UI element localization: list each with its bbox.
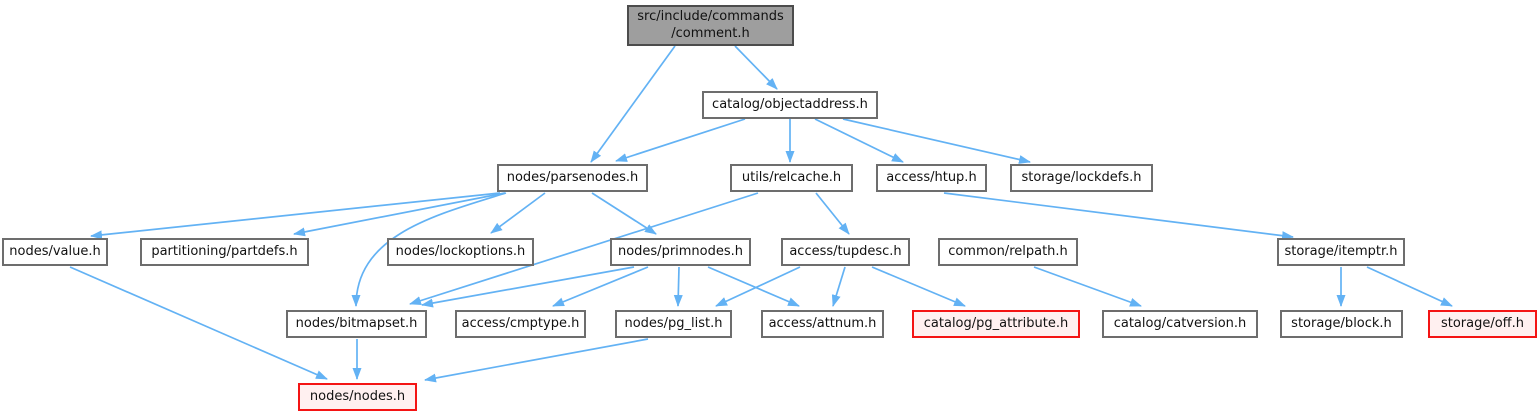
node-tupdesc[interactable]: access/tupdesc.h xyxy=(781,238,910,266)
node-bitmapset[interactable]: nodes/bitmapset.h xyxy=(286,310,427,338)
node-comment[interactable]: src/include/commands /comment.h xyxy=(627,5,794,46)
edge-parsenodes-to-partdefs xyxy=(293,192,506,237)
node-nodes[interactable]: nodes/nodes.h xyxy=(298,383,417,411)
edge-comment-to-objectaddress xyxy=(734,45,778,90)
edge-primnodes-to-attnum xyxy=(707,266,800,307)
node-htup[interactable]: access/htup.h xyxy=(876,164,987,192)
node-lockoptions[interactable]: nodes/lockoptions.h xyxy=(387,238,534,266)
edge-value-to-nodes xyxy=(69,266,328,380)
node-label: partitioning/partdefs.h xyxy=(151,243,298,259)
node-label: access/cmptype.h xyxy=(461,315,580,331)
node-relcache[interactable]: utils/relcache.h xyxy=(730,164,853,192)
node-label: nodes/parsenodes.h xyxy=(506,169,639,185)
node-primnodes[interactable]: nodes/primnodes.h xyxy=(610,238,751,266)
node-cmptype[interactable]: access/cmptype.h xyxy=(455,310,586,338)
edge-objectaddress-to-htup xyxy=(814,118,904,163)
edge-primnodes-to-bitmapset xyxy=(421,266,635,308)
edge-objectaddress-to-parsenodes xyxy=(615,118,746,162)
node-label: storage/lockdefs.h xyxy=(1021,169,1142,185)
edge-itemptr-to-off xyxy=(1366,266,1453,307)
node-pg-attribute[interactable]: catalog/pg_attribute.h xyxy=(912,310,1080,338)
node-label: access/htup.h xyxy=(886,169,977,185)
node-off[interactable]: storage/off.h xyxy=(1428,310,1537,338)
node-label: storage/block.h xyxy=(1291,315,1392,331)
node-label: nodes/primnodes.h xyxy=(617,243,744,259)
node-label: storage/off.h xyxy=(1440,315,1525,331)
node-label: nodes/nodes.h xyxy=(309,388,406,404)
node-label: catalog/objectaddress.h xyxy=(712,96,868,112)
node-label: access/attnum.h xyxy=(768,315,877,331)
edge-parsenodes-to-primnodes xyxy=(591,192,657,235)
node-label: utils/relcache.h xyxy=(741,169,842,185)
edge-relcache-to-bitmapset xyxy=(409,192,759,305)
node-label: common/relpath.h xyxy=(948,243,1068,259)
node-label: storage/itemptr.h xyxy=(1284,243,1398,259)
node-block[interactable]: storage/block.h xyxy=(1280,310,1403,338)
node-label: nodes/value.h xyxy=(9,243,101,259)
node-relpath[interactable]: common/relpath.h xyxy=(938,238,1078,266)
edge-parsenodes-to-lockoptions xyxy=(490,192,546,234)
node-lockdefs[interactable]: storage/lockdefs.h xyxy=(1010,164,1153,192)
node-catversion[interactable]: catalog/catversion.h xyxy=(1102,310,1258,338)
edge-pg_list-to-nodes xyxy=(424,338,649,383)
node-label: nodes/lockoptions.h xyxy=(395,243,526,259)
node-label: nodes/bitmapset.h xyxy=(295,315,418,331)
edge-relpath-to-catversion xyxy=(1033,266,1142,307)
edge-tupdesc-to-pg_attribute xyxy=(871,266,966,307)
edge-parsenodes-to-value xyxy=(90,192,501,240)
node-label: nodes/pg_list.h xyxy=(624,315,723,331)
edge-primnodes-to-cmptype xyxy=(552,266,649,307)
edge-tupdesc-to-pg_list xyxy=(715,266,801,307)
node-parsenodes[interactable]: nodes/parsenodes.h xyxy=(497,164,648,192)
node-value[interactable]: nodes/value.h xyxy=(2,238,108,266)
node-pg-list[interactable]: nodes/pg_list.h xyxy=(615,310,732,338)
edge-htup-to-itemptr xyxy=(943,192,1294,241)
node-itemptr[interactable]: storage/itemptr.h xyxy=(1277,238,1405,266)
node-label: src/include/commands /comment.h xyxy=(637,9,784,41)
edge-relcache-to-tupdesc xyxy=(815,192,850,235)
node-label: access/tupdesc.h xyxy=(789,243,902,259)
edge-primnodes-to-pg_list xyxy=(673,266,683,307)
node-objectaddress[interactable]: catalog/objectaddress.h xyxy=(702,91,878,119)
node-label: catalog/catversion.h xyxy=(1113,315,1247,331)
edge-comment-to-parsenodes xyxy=(590,45,676,163)
node-attnum[interactable]: access/attnum.h xyxy=(761,310,884,338)
edge-objectaddress-to-lockdefs xyxy=(842,118,1031,164)
edge-tupdesc-to-attnum xyxy=(831,266,846,307)
edge-parsenodes-to-bitmapset xyxy=(351,192,507,307)
node-label: catalog/pg_attribute.h xyxy=(923,315,1069,331)
node-partdefs[interactable]: partitioning/partdefs.h xyxy=(140,238,309,266)
